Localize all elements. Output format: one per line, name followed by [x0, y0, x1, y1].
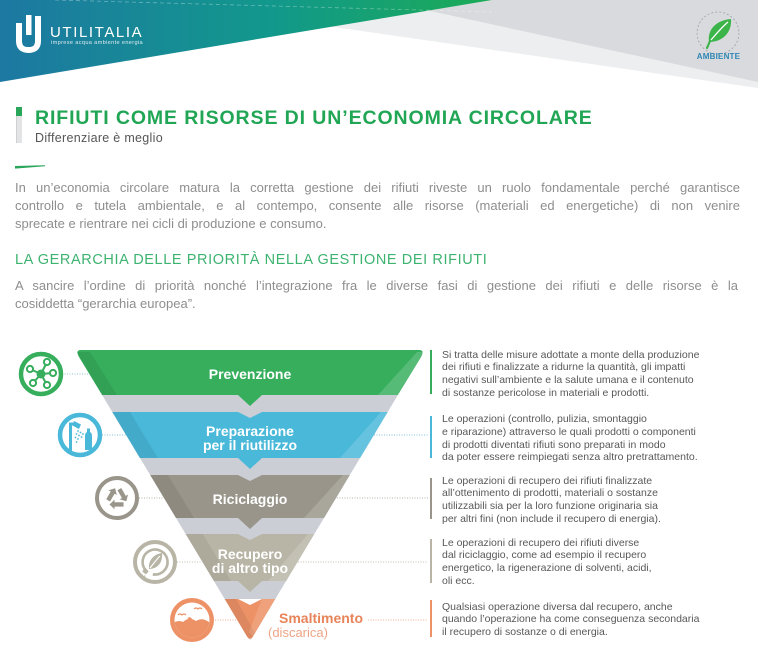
description-line: Si tratta delle misure adottate a monte … — [442, 348, 700, 361]
funnel-label-discarica: (discarica) — [268, 624, 328, 640]
header-banner — [0, 0, 758, 88]
description-line: Le operazioni (controllo, pulizia, smont… — [442, 413, 647, 425]
funnel-label-line: Riciclaggio — [212, 491, 288, 508]
funnel-label-riciclaggio: Riciclaggio — [150, 492, 350, 506]
intro-line: controllo e tutela ambientale, e al cont… — [15, 198, 740, 213]
description-recupero: Le operazioni di recupero dei rifiuti di… — [442, 537, 652, 588]
funnel-label-line: di altro tipo — [211, 559, 289, 576]
description-line: di sostanze pericolose in materiali e pr… — [442, 386, 650, 399]
description-line: dal riciclaggio, come ad esempio il recu… — [442, 549, 647, 562]
description-line: di prodotti diventati rifiuti sono prepa… — [442, 438, 666, 451]
description-line: oli ecc. — [442, 574, 475, 587]
description-line: utilizzabili sia per la loro funzione or… — [442, 500, 658, 513]
description-line: Le operazioni di recupero dei rifiuti di… — [442, 536, 640, 549]
description-line: da poter essere reimpiegati senza altro … — [442, 451, 698, 464]
description-smaltimento: Qualsiasi operazione diversa dal recuper… — [442, 601, 699, 639]
recycle-icon — [95, 476, 139, 520]
funnel-label-preparazione: Preparazione per il riutilizzo — [150, 423, 350, 453]
description-line: quando l’operazione ha come conseguenza … — [442, 613, 700, 626]
brand-tagline: imprese acqua ambiente energia — [51, 40, 143, 46]
description-line: all’ottenimento di prodotti, materiali o… — [442, 487, 658, 500]
funnel-label-line: Preparazione — [206, 423, 294, 439]
intro-line: sprecate e rientrare nei cicli di produz… — [15, 216, 327, 231]
funnel-label-prevenzione: Prevenzione — [150, 367, 350, 381]
section-paragraph: A sancire l’ordine di priorità nonché l’… — [15, 277, 738, 313]
description-line: negativi sull’ambiente e la salute umana… — [442, 374, 694, 387]
description-line: il recupero di sostanze o di energia. — [442, 626, 608, 639]
shower-bottle-icon — [57, 412, 103, 458]
description-prevenzione: Si tratta delle misure adottate a monte … — [442, 349, 699, 400]
network-icon — [18, 351, 64, 397]
description-riciclaggio: Le operazioni di recupero dei rifiuti fi… — [442, 475, 661, 526]
header-decorative-line — [54, 0, 493, 13]
page-title: RIFIUTI COME RISORSE DI UN’ECONOMIA CIRC… — [35, 107, 593, 129]
leaf-icon — [696, 11, 740, 55]
description-line: e riparazione) attraverso le quali prodo… — [442, 425, 696, 438]
funnel-label-smaltimento: Smaltimento — [279, 610, 364, 626]
description-line: Le operazioni di recupero dei rifiuti fi… — [442, 474, 653, 487]
title-accent-bar-green — [16, 107, 22, 116]
description-line: dei rifiuti e finalizzate a ridurne la q… — [442, 361, 686, 374]
title-accent-bar — [16, 107, 22, 143]
description-preparazione: Le operazioni (controllo, pulizia, smont… — [442, 413, 698, 464]
landfill-icon — [170, 598, 214, 642]
utilitalia-logo-icon — [16, 15, 41, 54]
description-line: Qualsiasi operazione diversa dal recuper… — [442, 600, 673, 613]
brand-name: UTILITALIA — [50, 24, 144, 41]
funnel-label-line: Prevenzione — [208, 366, 292, 382]
intro-line: In un’economia circolare matura la corre… — [15, 180, 740, 195]
badge-label-ambiente: AMBIENTE — [696, 52, 741, 61]
section-line: A sancire l’ordine di priorità nonché l’… — [15, 278, 738, 293]
header-gradient-band — [0, 0, 492, 82]
section-heading: LA GERARCHIA DELLE PRIORITÀ NELLA GESTIO… — [15, 252, 488, 268]
energy-recovery-icon — [133, 540, 177, 584]
intro-paragraph: In un’economia circolare matura la corre… — [15, 179, 740, 233]
funnel-label-line: per il riutilizzo — [202, 436, 298, 453]
section-divider — [15, 165, 45, 169]
page-subtitle: Differenziare è meglio — [35, 130, 163, 145]
funnel-label-recupero: Recupero di altro tipo — [150, 546, 350, 576]
description-line: per altri fini (non include il recupero … — [442, 512, 661, 525]
section-line: cosiddetta “gerarchia europea”. — [15, 296, 196, 311]
funnel-label-line: Recupero — [217, 546, 283, 563]
description-line: energetico, la rigenerazione di solventi… — [442, 562, 652, 575]
header-gray-wedge — [428, 0, 758, 82]
